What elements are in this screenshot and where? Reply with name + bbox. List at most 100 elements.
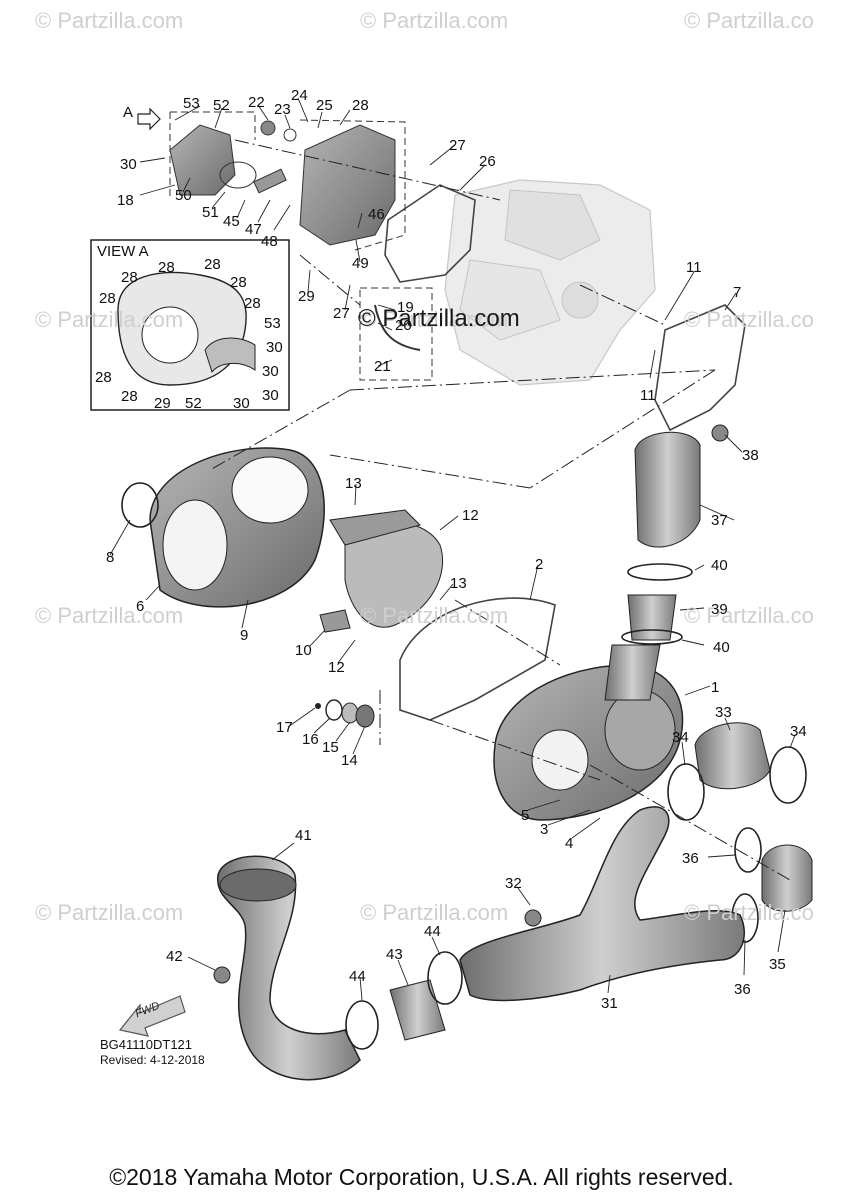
callout: 12 bbox=[462, 507, 479, 524]
callout: 25 bbox=[316, 97, 333, 114]
callout: 5 bbox=[521, 807, 530, 824]
callout: 30 bbox=[262, 363, 279, 380]
y-pipe-31 bbox=[459, 806, 745, 1002]
callout: 47 bbox=[245, 221, 262, 238]
callout: 14 bbox=[341, 752, 358, 769]
callout: 53 bbox=[264, 315, 281, 332]
clamp-40-lower bbox=[621, 629, 683, 645]
callout: 52 bbox=[185, 395, 202, 412]
cap-38 bbox=[711, 424, 729, 442]
callout: 17 bbox=[276, 719, 293, 736]
callout: 34 bbox=[672, 729, 689, 746]
view-a-title: VIEW A bbox=[97, 243, 149, 260]
callout: 27 bbox=[333, 305, 350, 322]
dashed-boxes bbox=[169, 111, 433, 381]
callout: 29 bbox=[298, 288, 315, 305]
callout: 36 bbox=[682, 850, 699, 867]
callout: 30 bbox=[120, 156, 137, 173]
callout: 28 bbox=[204, 256, 221, 273]
bolt-42 bbox=[213, 966, 231, 984]
callout: 28 bbox=[121, 269, 138, 286]
watermark: © Partzilla.com bbox=[35, 900, 184, 925]
callout: 30 bbox=[266, 339, 283, 356]
callout: 36 bbox=[734, 981, 751, 998]
watermark: © Partzilla.com bbox=[360, 900, 509, 925]
callout: 28 bbox=[99, 290, 116, 307]
callout: 40 bbox=[711, 557, 728, 574]
callout: 20 bbox=[395, 317, 412, 334]
callout: 43 bbox=[386, 946, 403, 963]
callout: 4 bbox=[565, 835, 574, 852]
center-watermark: © Partzilla.com bbox=[358, 305, 520, 332]
watermark: © Partzilla.com bbox=[360, 8, 509, 33]
alignment-lines bbox=[209, 139, 791, 881]
callout: 37 bbox=[711, 512, 728, 529]
callout: 39 bbox=[711, 601, 728, 618]
duct-37 bbox=[634, 431, 701, 548]
watermark: © Partzilla.com bbox=[360, 307, 509, 332]
callout: 30 bbox=[262, 387, 279, 404]
callout: 41 bbox=[295, 827, 312, 844]
cable-19 bbox=[374, 304, 421, 351]
callout: 50 bbox=[175, 187, 192, 204]
view-arrow-label: A bbox=[123, 104, 134, 121]
callout: 38 bbox=[742, 447, 759, 464]
callout: 3 bbox=[540, 821, 549, 838]
callout: 28 bbox=[95, 369, 112, 386]
bolt-32 bbox=[524, 909, 542, 927]
clamp-44-left bbox=[345, 1000, 379, 1050]
gasket-7 bbox=[654, 304, 746, 432]
crankcase-cover bbox=[169, 120, 396, 246]
joint-33 bbox=[694, 722, 771, 790]
callout: 13 bbox=[450, 575, 467, 592]
callout: 6 bbox=[136, 598, 145, 615]
callout: 35 bbox=[769, 956, 786, 973]
revision-date: Revised: 4-12-2018 bbox=[100, 1053, 205, 1067]
clamp-44-right bbox=[427, 951, 463, 1005]
view-arrow-icon bbox=[137, 107, 161, 131]
callout: 11 bbox=[686, 259, 702, 276]
callout: 19 bbox=[397, 299, 414, 316]
callout: 11 bbox=[640, 387, 656, 404]
callout: 29 bbox=[154, 395, 171, 412]
watermark: © Partzilla.com bbox=[35, 307, 184, 332]
callout: 28 bbox=[121, 388, 138, 405]
clamp-34-left bbox=[667, 763, 705, 821]
duct-neck bbox=[604, 644, 661, 701]
drawing-code: BG41110DT121 bbox=[100, 1037, 193, 1052]
callout: 28 bbox=[230, 274, 247, 291]
callout: 49 bbox=[352, 255, 369, 272]
callout: 15 bbox=[322, 739, 339, 756]
callout: 18 bbox=[117, 192, 134, 209]
engine-block bbox=[444, 179, 656, 386]
watermark: © Partzilla.com bbox=[360, 603, 509, 628]
guide-plate bbox=[319, 509, 444, 633]
watermark: © Partzilla.co bbox=[684, 307, 814, 332]
gasket-2 bbox=[399, 597, 556, 721]
clamp-40-upper bbox=[627, 563, 693, 581]
callout: 30 bbox=[233, 395, 250, 412]
callout: 44 bbox=[349, 968, 366, 985]
callout: 24 bbox=[291, 87, 308, 104]
callout: 32 bbox=[505, 875, 522, 892]
callout: 46 bbox=[368, 206, 385, 223]
callout: 44 bbox=[424, 923, 441, 940]
callout: 22 bbox=[248, 94, 265, 111]
watermark: © Partzilla.co bbox=[684, 8, 814, 33]
callout: 48 bbox=[261, 233, 278, 250]
clamp-34-right bbox=[769, 746, 807, 804]
small-parts bbox=[315, 699, 375, 728]
leader-lines bbox=[109, 97, 796, 1001]
pipe-41 bbox=[217, 855, 361, 1081]
callout: 16 bbox=[302, 731, 319, 748]
pipe-41-end bbox=[219, 868, 297, 902]
callout: 31 bbox=[601, 995, 618, 1012]
cover-1 bbox=[493, 664, 684, 821]
watermark: © Partzilla.co bbox=[684, 900, 814, 925]
callout: 23 bbox=[274, 101, 291, 118]
watermark: © Partzilla.co bbox=[684, 603, 814, 628]
callout: 52 bbox=[213, 97, 230, 114]
watermark: © Partzilla.com bbox=[35, 603, 184, 628]
callout: 9 bbox=[240, 627, 249, 644]
